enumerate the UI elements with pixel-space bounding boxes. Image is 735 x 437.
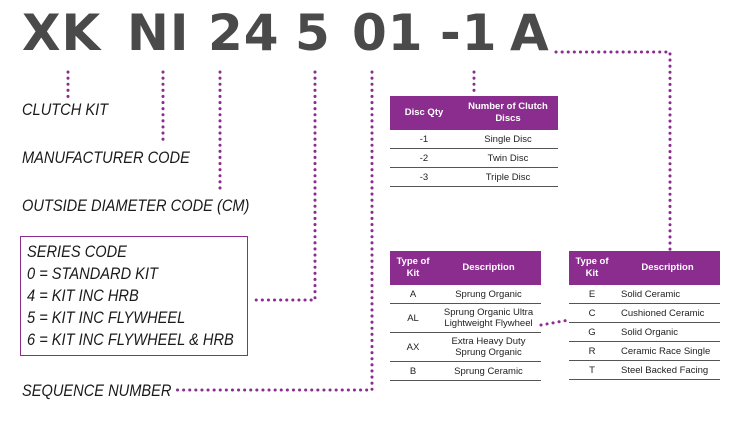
table-header-row: Disc Qty Number of Clutch Discs — [390, 96, 558, 130]
table-row: A Sprung Organic — [390, 285, 541, 304]
header-disc-qty: Disc Qty — [390, 96, 458, 130]
table-row: E Solid Ceramic — [569, 285, 720, 304]
table-row: R Ceramic Race Single — [569, 341, 720, 361]
table-row: C Cushioned Ceramic — [569, 303, 720, 323]
series-code-line: 4 = KIT INC HRB — [27, 286, 139, 305]
code-diameter: 24 — [208, 4, 280, 62]
table-row: B Sprung Ceramic — [390, 361, 541, 381]
cell-kit-code: T — [569, 360, 615, 380]
label-outside-diameter: OUTSIDE DIAMETER CODE (CM) — [22, 196, 250, 215]
table-row: T Steel Backed Facing — [569, 360, 720, 380]
cell-kit-code: AL — [390, 303, 436, 333]
cell-qty: -2 — [390, 148, 458, 168]
cell-desc: Sprung Ceramic — [436, 361, 541, 381]
cell-kit-code: E — [569, 285, 615, 304]
cell-desc: Solid Ceramic — [615, 285, 720, 304]
connector-series — [251, 70, 317, 302]
header-type-of-kit: Type of Kit — [390, 251, 436, 285]
cell-kit-code: G — [569, 322, 615, 342]
cell-qty: -1 — [390, 130, 458, 149]
table-row: -3 Triple Disc — [390, 167, 558, 187]
header-description: Description — [436, 251, 541, 285]
label-clutch-kit: CLUTCH KIT — [22, 100, 109, 119]
series-code-line: 6 = KIT INC FLYWHEEL & HRB — [27, 330, 234, 349]
disc-qty-table: Disc Qty Number of Clutch Discs -1 Singl… — [390, 96, 558, 187]
kit-type-table-left: Type of Kit Description A Sprung Organic… — [390, 251, 541, 381]
series-code-line: 0 = STANDARD KIT — [27, 264, 158, 283]
connector-kit-type — [554, 50, 672, 253]
cell-desc: Sprung Organic Ultra Lightweight Flywhee… — [436, 303, 541, 333]
kit-type-table-right: Type of Kit Description E Solid Ceramic … — [569, 251, 720, 380]
code-kit-type: A — [510, 4, 550, 62]
cell-desc: Solid Organic — [615, 322, 720, 342]
cell-desc: Cushioned Ceramic — [615, 303, 720, 323]
code-sequence: 01 — [352, 4, 424, 62]
cell-qty: -3 — [390, 167, 458, 187]
code-disc-qty: -1 — [440, 4, 498, 62]
table-row: -2 Twin Disc — [390, 148, 558, 168]
cell-kit-code: A — [390, 285, 436, 304]
label-manufacturer-code: MANUFACTURER CODE — [22, 148, 190, 167]
cell-desc: Sprung Organic — [436, 285, 541, 304]
cell-desc: Steel Backed Facing — [615, 360, 720, 380]
cell-kit-code: B — [390, 361, 436, 381]
table-row: AX Extra Heavy Duty Sprung Organic — [390, 332, 541, 362]
table-row: AL Sprung Organic Ultra Lightweight Flyw… — [390, 303, 541, 333]
series-code-title: SERIES CODE — [27, 242, 127, 261]
code-prefix: XK — [22, 4, 102, 62]
cell-kit-code: C — [569, 303, 615, 323]
header-number-of-discs: Number of Clutch Discs — [458, 96, 558, 130]
series-code-box: SERIES CODE 0 = STANDARD KIT 4 = KIT INC… — [20, 236, 248, 356]
header-description: Description — [615, 251, 720, 285]
series-code-line: 5 = KIT INC FLYWHEEL — [27, 308, 186, 327]
cell-desc: Single Disc — [458, 130, 558, 149]
label-sequence-number: SEQUENCE NUMBER — [22, 381, 172, 400]
cell-kit-code: AX — [390, 332, 436, 362]
code-manufacturer: NI — [127, 4, 190, 62]
table-row: -1 Single Disc — [390, 130, 558, 149]
header-type-of-kit: Type of Kit — [569, 251, 615, 285]
table-row: G Solid Organic — [569, 322, 720, 342]
cell-desc: Twin Disc — [458, 148, 558, 168]
cell-desc: Ceramic Race Single — [615, 341, 720, 361]
code-series: 5 — [295, 4, 331, 62]
cell-kit-code: R — [569, 341, 615, 361]
cell-desc: Extra Heavy Duty Sprung Organic — [436, 332, 541, 362]
connector-between-tables — [539, 318, 571, 327]
table-header-row: Type of Kit Description — [390, 251, 541, 285]
cell-desc: Triple Disc — [458, 167, 558, 187]
connector-sequence — [173, 70, 374, 392]
table-header-row: Type of Kit Description — [569, 251, 720, 285]
